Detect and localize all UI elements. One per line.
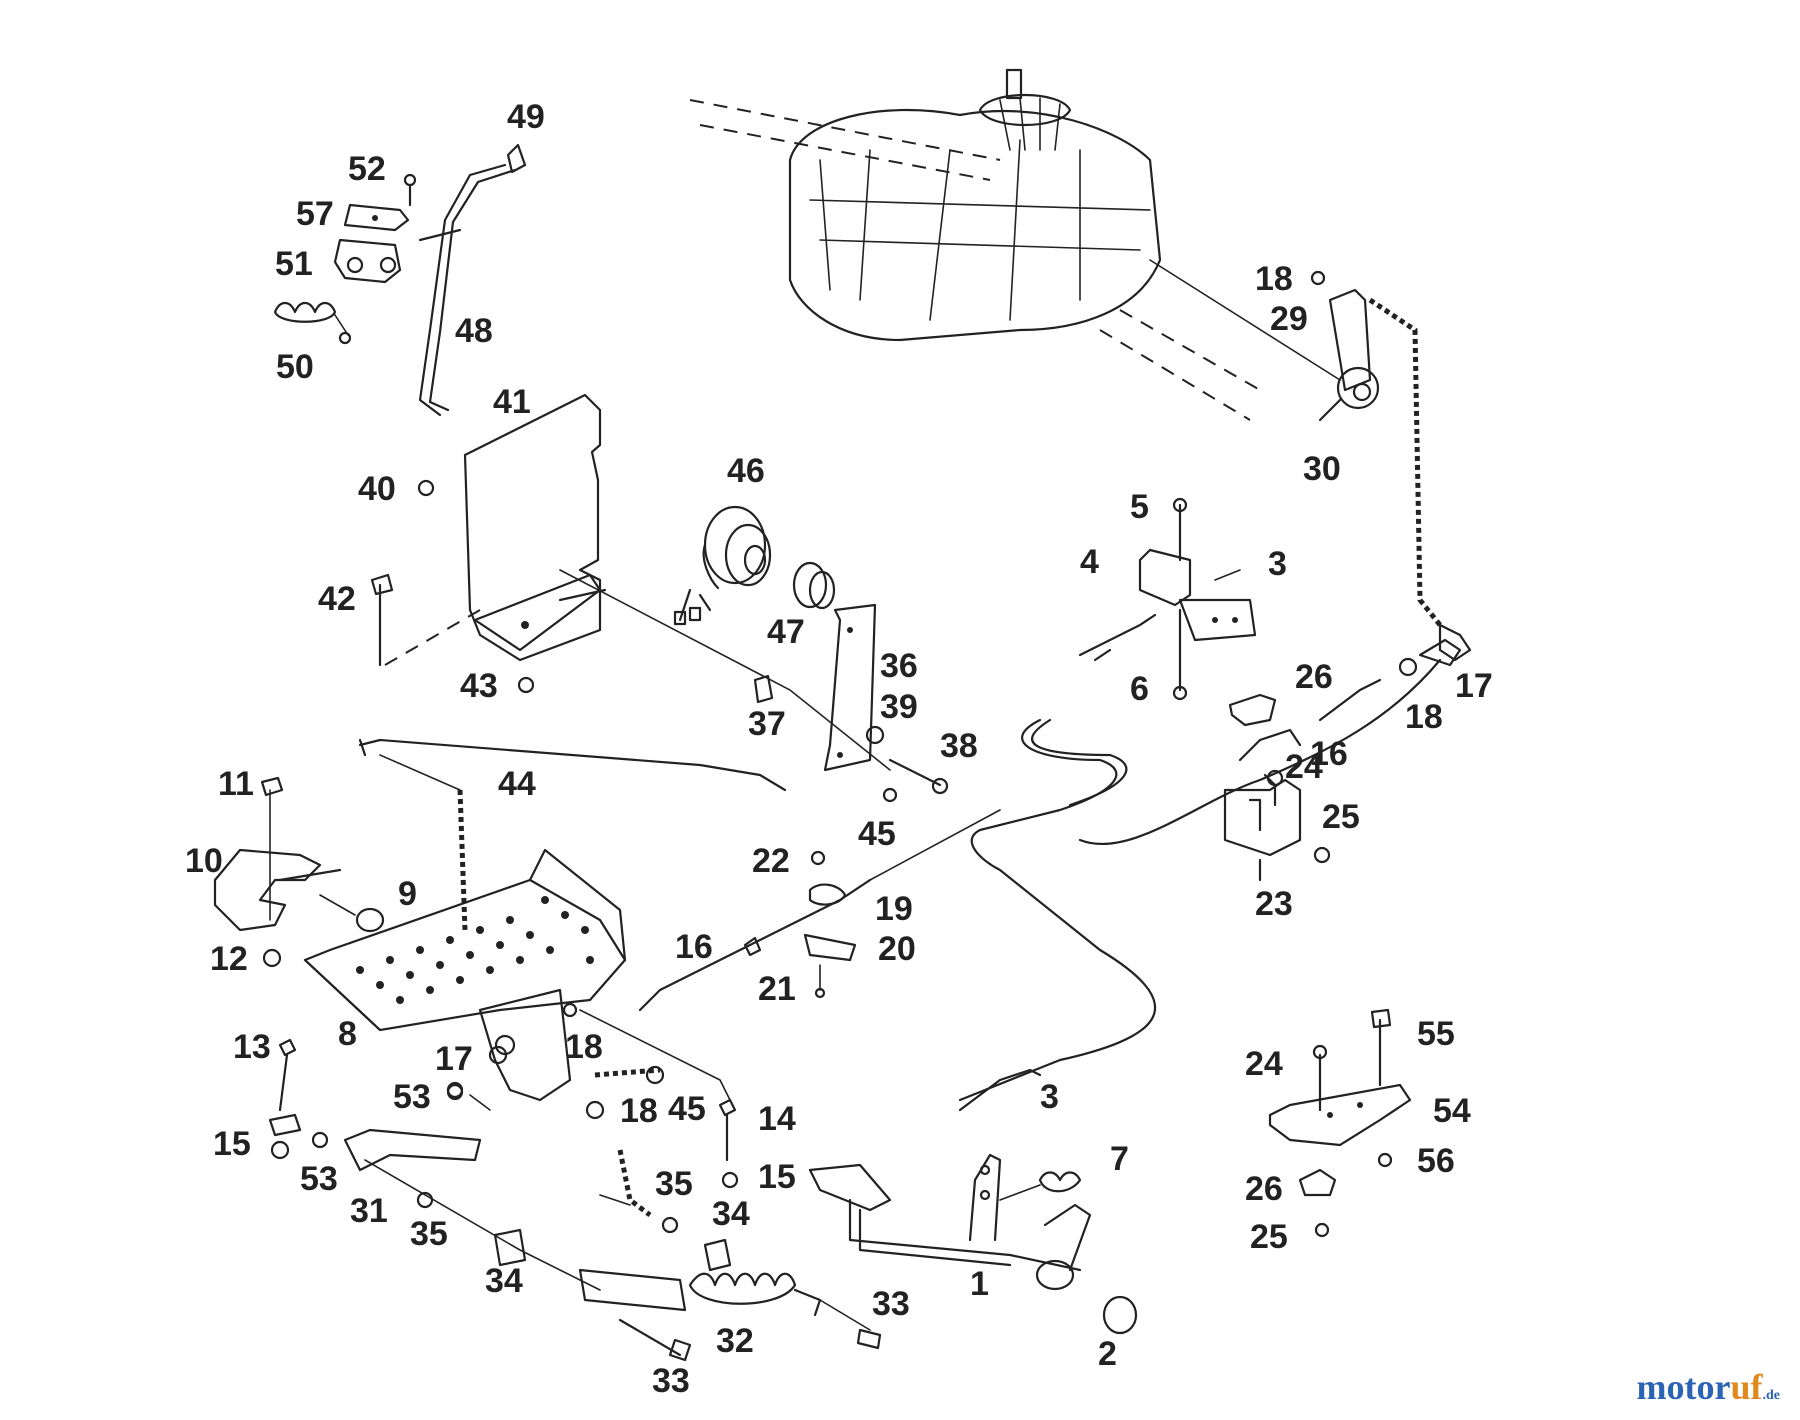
label-2: 2 <box>1098 1335 1117 1373</box>
label-33-lower: 33 <box>652 1362 690 1400</box>
spring-assembly-32 <box>311 1128 882 1362</box>
label-32: 32 <box>716 1322 754 1360</box>
footplate-holes <box>356 896 594 1004</box>
bracket-54 <box>1268 1008 1412 1238</box>
label-30: 30 <box>1303 450 1341 488</box>
watermark-part-a: motor <box>1636 1367 1731 1407</box>
label-25-right: 25 <box>1322 798 1360 836</box>
label-44: 44 <box>498 765 536 803</box>
cable-16-center <box>638 809 1001 1012</box>
label-33-right: 33 <box>872 1285 910 1323</box>
label-25-lower: 25 <box>1250 1218 1288 1256</box>
label-29: 29 <box>1270 300 1308 338</box>
label-52: 52 <box>348 150 386 188</box>
label-34-right: 34 <box>712 1195 750 1233</box>
label-54: 54 <box>1433 1092 1471 1130</box>
label-12: 12 <box>210 940 248 978</box>
label-35-left: 35 <box>410 1215 448 1253</box>
label-41: 41 <box>493 383 531 421</box>
label-23: 23 <box>1255 885 1293 923</box>
label-46: 46 <box>727 452 765 490</box>
label-7: 7 <box>1110 1140 1129 1178</box>
label-51: 51 <box>275 245 313 283</box>
label-20: 20 <box>878 930 916 968</box>
label-22: 22 <box>752 842 790 880</box>
label-9: 9 <box>398 875 417 913</box>
label-21: 21 <box>758 970 796 1008</box>
label-24-lower: 24 <box>1245 1045 1283 1083</box>
label-45-lower: 45 <box>668 1090 706 1128</box>
label-48: 48 <box>455 312 493 350</box>
clutch-46 <box>559 505 949 803</box>
label-11: 11 <box>218 765 254 803</box>
label-10: 10 <box>185 842 223 880</box>
label-49: 49 <box>507 98 545 136</box>
lever-48 <box>273 143 527 417</box>
arm-29 <box>1310 270 1442 627</box>
label-18-center: 18 <box>565 1028 603 1066</box>
label-16-right: 16 <box>1310 735 1348 773</box>
label-18-top: 18 <box>1255 260 1293 298</box>
label-37: 37 <box>748 705 786 743</box>
small-fasteners <box>446 1034 665 1120</box>
label-36: 36 <box>880 647 918 685</box>
watermark-suffix: .de <box>1762 1388 1781 1403</box>
label-26-right: 26 <box>1295 658 1333 696</box>
label-42: 42 <box>318 580 356 618</box>
label-1: 1 <box>970 1265 989 1303</box>
label-3-lower: 3 <box>1040 1078 1059 1116</box>
label-17-right: 17 <box>1455 667 1493 705</box>
watermark-part-b: uf <box>1730 1367 1763 1407</box>
label-35-right: 35 <box>655 1165 693 1203</box>
label-53-center: 53 <box>393 1078 431 1116</box>
bracket-23 <box>1223 693 1331 882</box>
label-15-right: 15 <box>758 1158 796 1196</box>
label-14: 14 <box>758 1100 796 1138</box>
label-55: 55 <box>1417 1015 1455 1053</box>
label-39: 39 <box>880 688 918 726</box>
label-57: 57 <box>296 195 334 233</box>
label-47: 47 <box>767 613 805 651</box>
shield-41 <box>370 393 607 694</box>
label-40: 40 <box>358 470 396 508</box>
transaxle <box>689 68 1341 421</box>
label-50: 50 <box>276 348 314 386</box>
part-labels: 1 2 3 3 4 5 6 7 8 9 10 11 12 13 14 15 15… <box>185 98 1493 1400</box>
label-4: 4 <box>1080 543 1099 581</box>
label-34-left: 34 <box>485 1262 523 1300</box>
label-5: 5 <box>1130 488 1149 526</box>
label-56: 56 <box>1417 1142 1455 1180</box>
rod-44 <box>358 738 787 931</box>
bracket-10 <box>213 776 385 968</box>
label-6: 6 <box>1130 670 1149 708</box>
label-38: 38 <box>940 727 978 765</box>
label-16-center: 16 <box>675 928 713 966</box>
label-18-lower: 18 <box>620 1092 658 1130</box>
cable-16-right <box>1078 623 1472 846</box>
label-31: 31 <box>350 1192 388 1230</box>
pedal-1 <box>808 1068 1138 1335</box>
label-17-left: 17 <box>435 1040 473 1078</box>
label-3-upper: 3 <box>1268 545 1287 583</box>
label-43: 43 <box>460 667 498 705</box>
label-19: 19 <box>875 890 913 928</box>
label-8: 8 <box>338 1015 357 1053</box>
label-24-right: 24 <box>1285 748 1323 786</box>
label-45-upper: 45 <box>858 815 896 853</box>
label-18-right: 18 <box>1405 698 1443 736</box>
watermark-logo: motoruf.de <box>1637 1366 1780 1408</box>
cable-3-upper <box>958 497 1257 1102</box>
label-15-left: 15 <box>213 1125 251 1163</box>
label-13: 13 <box>233 1028 271 1066</box>
label-53-left: 53 <box>300 1160 338 1198</box>
label-26-lower: 26 <box>1245 1170 1283 1208</box>
footplate-8 <box>303 848 731 1102</box>
